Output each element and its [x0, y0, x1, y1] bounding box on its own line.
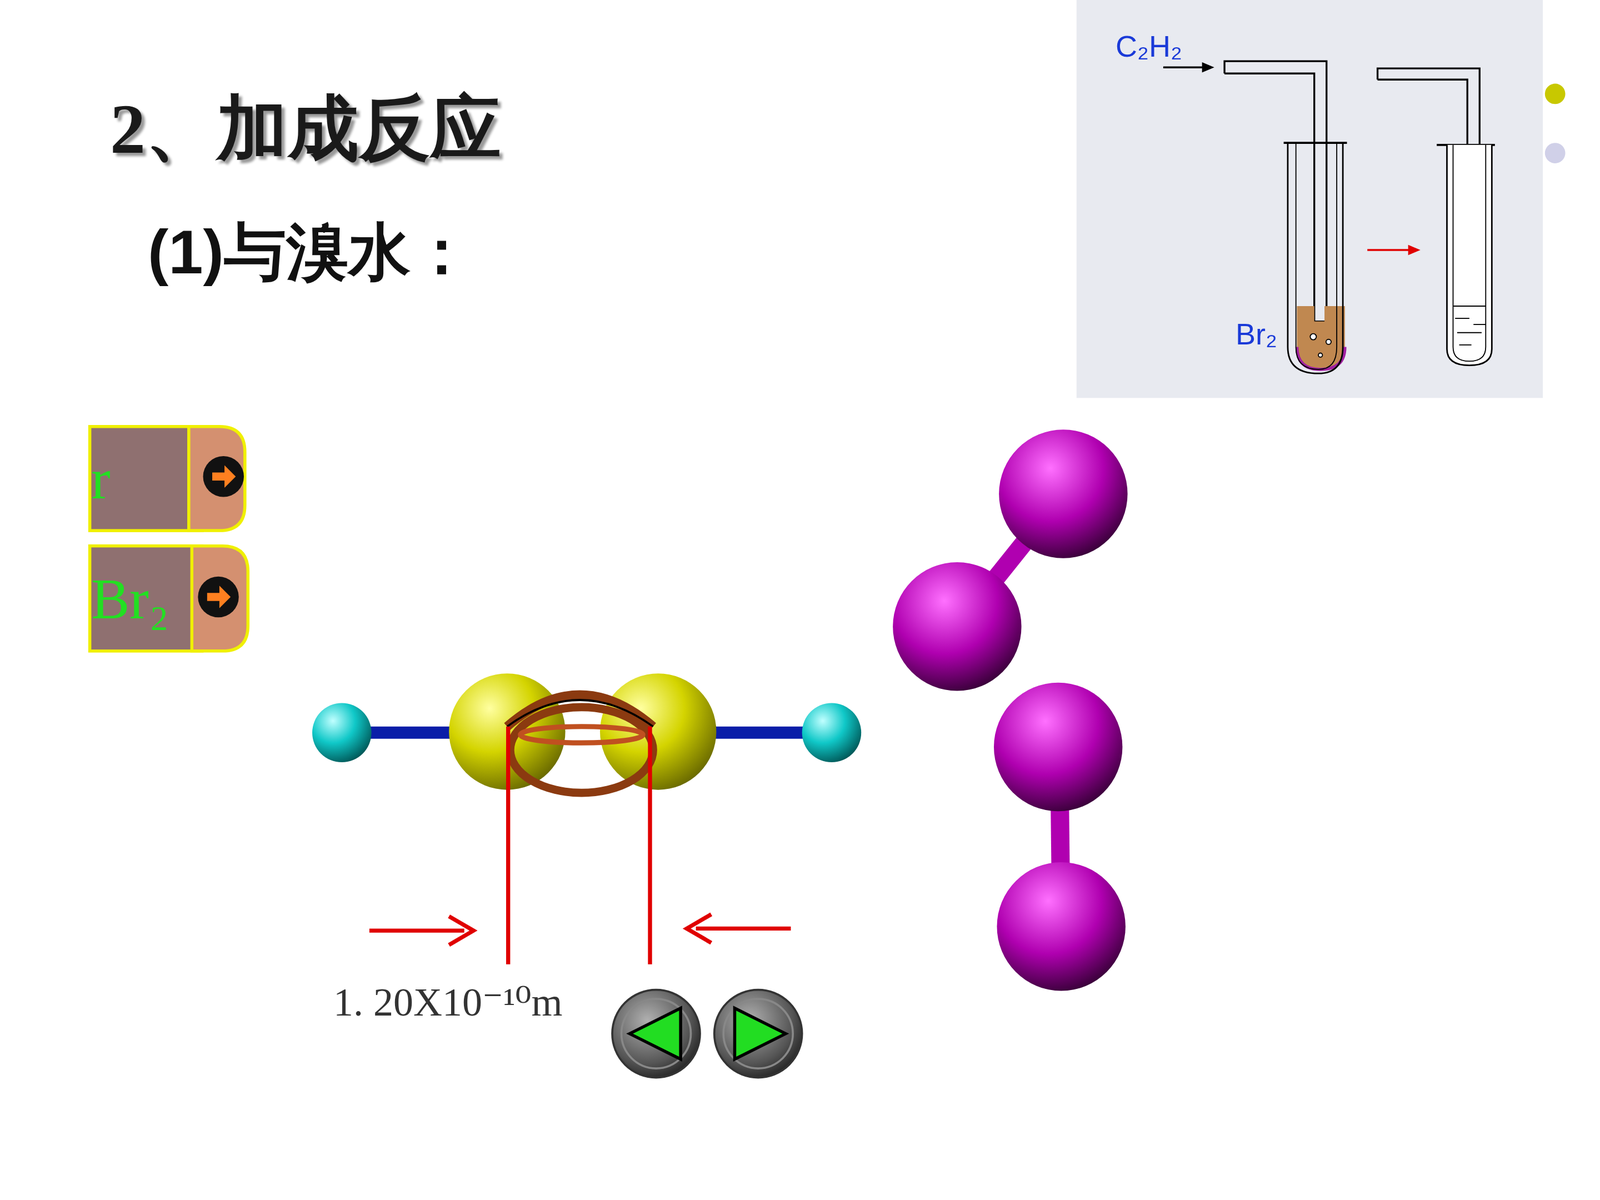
- reagent-label: Br₂: [1235, 318, 1278, 349]
- bullet: [1545, 142, 1566, 164]
- button-text: r: [90, 450, 111, 508]
- subtitle: (1)与溴水：: [147, 221, 473, 284]
- bromine-model: [892, 429, 1128, 991]
- button-text: Br₂: [90, 570, 169, 628]
- bond-length: 1. 20X10⁻¹⁰m: [333, 982, 563, 1023]
- bullet: [1545, 83, 1566, 105]
- nav-button: r: [90, 426, 185, 531]
- dimension-lines: [369, 726, 792, 965]
- nav-buttons: [90, 426, 249, 652]
- gas-label: C₂H₂: [1115, 31, 1183, 62]
- nav-button: Br₂: [90, 546, 188, 652]
- apparatus: [1076, 0, 1543, 398]
- acetylene-model: [312, 673, 862, 793]
- play-buttons: [612, 990, 803, 1078]
- slide-title: 2、加成反应: [110, 93, 502, 165]
